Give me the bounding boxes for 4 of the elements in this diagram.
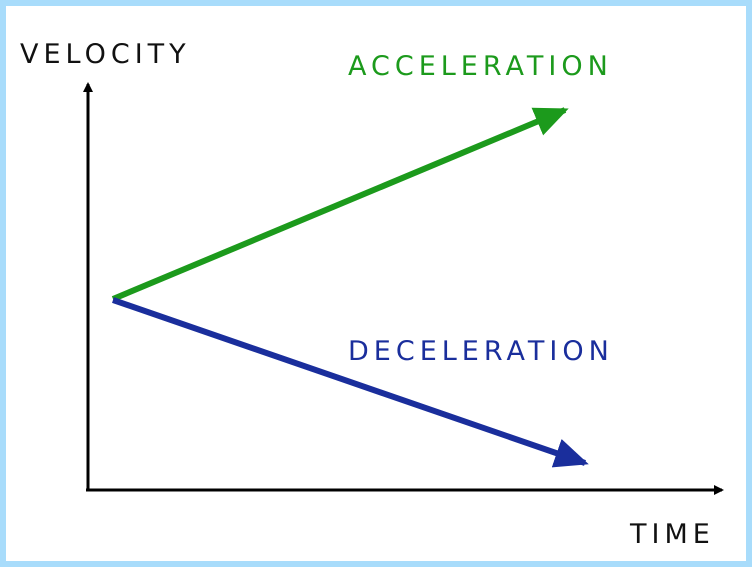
axis-title: VELOCITY (20, 40, 191, 70)
axis-title: TIME (630, 520, 715, 550)
line-label: ACCELERATION (348, 52, 613, 82)
line-label: DECELERATION (348, 337, 614, 367)
